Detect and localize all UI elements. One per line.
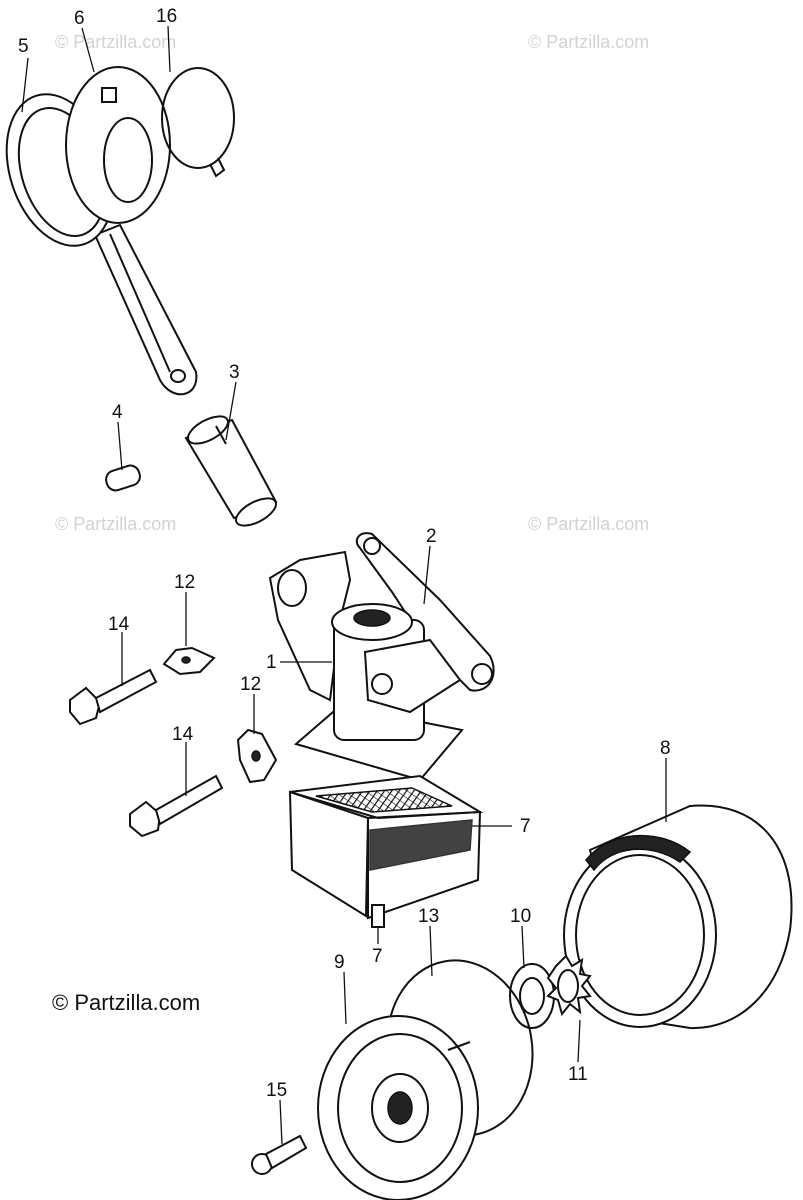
part-11-star-washer <box>546 954 592 1017</box>
callout-12-upper: 12 <box>174 572 195 593</box>
part-8-cover <box>563 804 793 1030</box>
callout-1: 1 <box>266 652 277 673</box>
part-1-housing <box>268 550 464 782</box>
part-16-snap-ring <box>161 67 235 178</box>
callout-9: 9 <box>334 952 345 973</box>
part-14-bolt-lower <box>129 774 224 838</box>
part-14-bolt-upper <box>69 668 158 726</box>
callout-3: 3 <box>229 362 240 383</box>
copyright-text: © Partzilla.com <box>52 990 200 1015</box>
part-6-plate <box>65 66 171 224</box>
callout-5: 5 <box>18 36 29 57</box>
part-9-base-cap <box>317 1015 479 1200</box>
part-12-washer-lower <box>236 728 278 784</box>
part-15-screw <box>251 1134 308 1175</box>
callout-11: 11 <box>568 1064 588 1085</box>
callout-10: 10 <box>510 906 531 927</box>
part-4-pin <box>105 464 141 492</box>
callout-7-bottom: 7 <box>372 946 383 967</box>
callout-13: 13 <box>418 906 439 927</box>
part-2-lever <box>355 532 495 692</box>
callout-6: 6 <box>74 8 85 29</box>
part-3-shaft <box>184 415 278 527</box>
part-12-washer-upper <box>162 646 216 676</box>
callout-4: 4 <box>112 402 123 423</box>
callout-12-lower: 12 <box>240 674 261 695</box>
watermark-mid-left: © Partzilla.com <box>55 514 176 534</box>
callout-2: 2 <box>426 526 437 547</box>
watermark-top-right: © Partzilla.com <box>528 32 649 52</box>
callout-16: 16 <box>156 6 177 27</box>
callout-14-upper: 14 <box>108 614 130 635</box>
watermark-mid-right: © Partzilla.com <box>528 514 649 534</box>
callout-14-lower: 14 <box>172 724 194 745</box>
callout-15: 15 <box>266 1080 287 1101</box>
callout-7-right: 7 <box>520 816 531 837</box>
part-7-filter-box <box>288 774 484 928</box>
watermark-top-left: © Partzilla.com <box>55 32 176 52</box>
leader-lines <box>21 25 667 1145</box>
callout-8: 8 <box>660 738 671 759</box>
